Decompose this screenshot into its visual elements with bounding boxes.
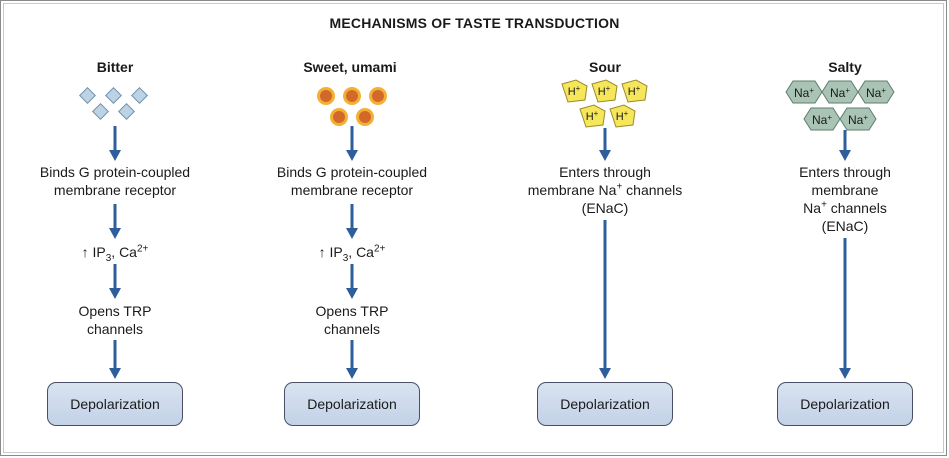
proton-ion (621, 79, 648, 103)
proton-ion (561, 79, 588, 103)
salty-arrow-2 (839, 238, 851, 379)
sour-arrow-1 (599, 128, 611, 161)
salty-depolarization-box: Depolarization (777, 382, 913, 426)
bitter-arrow-1 (109, 126, 121, 161)
sour-arrow-2 (599, 220, 611, 379)
bitter-arrow-3 (109, 264, 121, 299)
bitter-step2: ↑ IP3, Ca2+ (81, 243, 149, 264)
bitter-molecule (92, 103, 109, 120)
sweet-umami-step2: ↑ IP3, Ca2+ (318, 243, 386, 264)
sour-step1: Enters through membrane Na+ channels (EN… (527, 164, 683, 216)
sweet-umami-arrow-3 (346, 264, 358, 299)
sweet-umami-depolarization-box: Depolarization (284, 382, 420, 426)
sour-depolarization-box: Depolarization (537, 382, 673, 426)
salty-sodium-cluster: Na+ Na+ Na+ Na+ Na+ (785, 80, 895, 131)
sour-proton-cluster: H+ H+ H+ H+ H+ (561, 79, 648, 128)
salty-step1: Enters through membrane Na+ channels (EN… (799, 164, 891, 234)
sweet-umami-arrow-2 (346, 204, 358, 239)
sweet-umami-molecules (317, 87, 387, 126)
bitter-molecule (118, 103, 135, 120)
sodium-label: Na+ (866, 86, 886, 100)
proton-ion (579, 104, 606, 128)
bitter-molecule (79, 87, 96, 104)
bitter-heading: Bitter (96, 59, 134, 75)
sweet-umami-arrow-1 (346, 126, 358, 161)
bitter-molecules (79, 87, 148, 120)
proton-ion (609, 104, 636, 128)
sweet-umami-arrow-4 (346, 340, 358, 379)
sodium-ion (839, 107, 877, 131)
sodium-ion (821, 80, 859, 104)
sodium-label: Na+ (794, 86, 814, 100)
sour-heading: Sour (589, 59, 621, 75)
bitter-arrow-4 (109, 340, 121, 379)
sweet-umami-heading: Sweet, umami (303, 59, 397, 75)
bitter-molecule (105, 87, 122, 104)
sodium-ion (857, 80, 895, 104)
bitter-molecule (131, 87, 148, 104)
sodium-ion (785, 80, 823, 104)
bitter-arrow-2 (109, 204, 121, 239)
diagram-title: MECHANISMS OF TASTE TRANSDUCTION (329, 15, 620, 31)
sodium-label: Na+ (848, 113, 868, 127)
sodium-label: Na+ (830, 86, 850, 100)
sodium-label: Na+ (812, 113, 832, 127)
salty-arrow-1 (839, 130, 851, 161)
proton-ion (591, 79, 618, 103)
sodium-ion (803, 107, 841, 131)
bitter-depolarization-box: Depolarization (47, 382, 183, 426)
salty-heading: Salty (828, 59, 862, 75)
